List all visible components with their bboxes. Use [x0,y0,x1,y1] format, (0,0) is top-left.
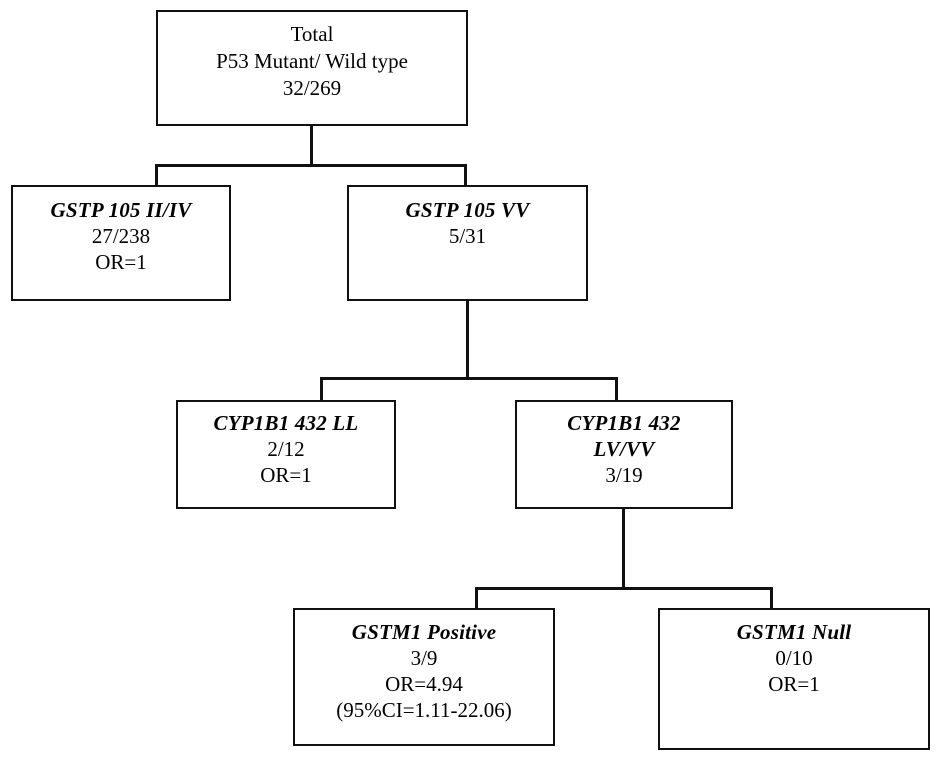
node-cyp1b1-432-ll-ratio: 2/12 [267,437,305,461]
connector-cyp-lv-vv-horizontal-bar [475,587,773,590]
node-total: Total P53 Mutant/ Wild type 32/269 [156,10,468,126]
node-gstp-105-ii-iv-odds-ratio: OR=1 [95,250,147,274]
node-gstp-105-ii-iv-ratio: 27/238 [91,224,151,248]
connector-total-to-gstp-vv [464,164,467,186]
node-gstm1-null-ratio: 0/10 [775,646,813,670]
node-cyp1b1-432-lv-vv-title-line1: CYP1B1 432 [567,411,681,435]
node-gstm1-null-title: GSTM1 Null [736,620,852,644]
node-gstp-105-ii-iv: GSTP 105 II/IV 27/238 OR=1 [11,185,231,301]
connector-gstp-vv-to-cyp-lv-vv [615,377,618,401]
node-gstm1-positive: GSTM1 Positive 3/9 OR=4.94 (95%CI=1.11-2… [293,608,555,746]
node-total-ratio: 32/269 [282,76,342,100]
node-gstp-105-vv: GSTP 105 VV 5/31 [347,185,588,301]
node-gstp-105-ii-iv-title: GSTP 105 II/IV [50,198,192,222]
node-total-subtitle: P53 Mutant/ Wild type [216,49,408,73]
node-cyp1b1-432-lv-vv-title-line2: LV/VV [593,437,655,461]
node-cyp1b1-432-ll: CYP1B1 432 LL 2/12 OR=1 [176,400,396,509]
node-gstm1-null: GSTM1 Null 0/10 OR=1 [658,608,930,750]
connector-cyp-lv-vv-stem [622,509,625,589]
node-gstm1-positive-odds-ratio: OR=4.94 [385,672,463,696]
node-cyp1b1-432-lv-vv-ratio: 3/19 [605,463,643,487]
node-gstm1-positive-confidence-interval: (95%CI=1.11-22.06) [336,698,512,722]
node-cyp1b1-432-ll-odds-ratio: OR=1 [260,463,312,487]
node-gstm1-positive-title: GSTM1 Positive [351,620,497,644]
node-gstm1-positive-ratio: 3/9 [410,646,438,670]
connector-total-stem [310,126,313,166]
connector-total-horizontal-bar [155,164,467,167]
connector-gstp-vv-stem [466,301,469,380]
connector-gstp-vv-horizontal-bar [320,377,618,380]
node-cyp1b1-432-ll-title: CYP1B1 432 LL [213,411,359,435]
connector-gstp-vv-to-cyp-ll [320,377,323,401]
connector-cyp-lv-vv-to-gstm1-positive [475,587,478,609]
node-cyp1b1-432-lv-vv: CYP1B1 432 LV/VV 3/19 [515,400,733,509]
node-gstm1-null-odds-ratio: OR=1 [768,672,820,696]
node-gstp-105-vv-ratio: 5/31 [448,224,487,248]
node-total-title: Total [290,22,334,46]
node-gstp-105-vv-title: GSTP 105 VV [405,198,530,222]
connector-cyp-lv-vv-to-gstm1-null [770,587,773,609]
connector-total-to-gstp-ii-iv [155,164,158,186]
